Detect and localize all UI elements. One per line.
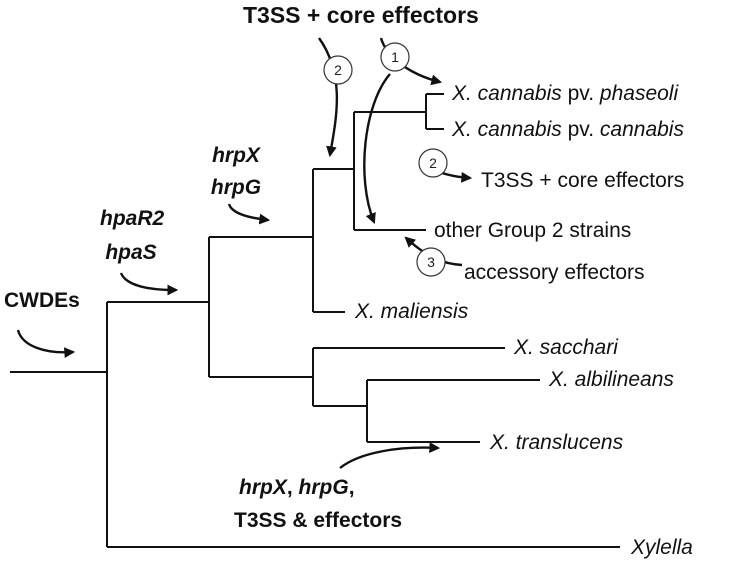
- taxon-xylella: Xylella: [631, 536, 693, 559]
- marker-2-top-number: 2: [334, 62, 342, 78]
- arrow-hrp: [227, 203, 271, 225]
- event-t3ss-core: T3SS + core effectors: [481, 169, 685, 192]
- taxon-group2-strains: other Group 2 strains: [434, 219, 632, 242]
- marker-3: 3: [416, 247, 446, 277]
- arrow-marker2-to-clade: [318, 37, 339, 158]
- event-hpa-line1: hpaR2: [100, 207, 165, 230]
- arrow-cwdes: [16, 329, 76, 358]
- arrow-loss-to-translucens: [339, 442, 441, 469]
- event-hrp-line2: hrpG: [210, 176, 262, 199]
- marker-3-number: 3: [427, 254, 435, 270]
- event-loss-hrpx: hrpX: [239, 476, 287, 499]
- taxon-cannabis: X. cannabis pv. cannabis: [452, 119, 684, 140]
- marker-2-top: 2: [323, 55, 353, 85]
- taxon-sacchari: X. sacchari: [514, 336, 618, 359]
- marker-2-mid: 2: [418, 148, 448, 178]
- top-title: T3SS + core effectors: [243, 2, 479, 28]
- taxon-phaseoli-epithet: phaseoli: [599, 82, 679, 105]
- event-accessory: accessory effectors: [464, 261, 645, 284]
- event-cwdes: CWDEs: [4, 289, 80, 312]
- event-loss-sep1: ,: [286, 476, 299, 499]
- event-loss-line2: T3SS & effectors: [234, 509, 403, 532]
- event-arrows: [16, 37, 473, 469]
- event-hrp-line1: hrpX: [212, 144, 260, 167]
- event-loss-hrpg: hrpG: [298, 476, 349, 499]
- tree-branches: [10, 93, 620, 548]
- taxon-translucens: X. translucens: [490, 431, 624, 454]
- taxon-phaseoli-genus: X. cannabis: [452, 82, 562, 105]
- taxon-maliensis: X. maliensis: [355, 300, 469, 323]
- taxon-phaseoli: X. cannabis pv. phaseoli: [452, 83, 678, 104]
- marker-1: 1: [380, 42, 410, 72]
- event-loss-sep2: ,: [348, 476, 355, 499]
- taxon-albilineans: X. albilineans: [549, 368, 674, 391]
- arrow-marker1-to-group2: [363, 73, 391, 224]
- taxon-cannabis-genus: X. cannabis: [452, 118, 562, 141]
- marker-2-mid-number: 2: [429, 155, 437, 171]
- taxon-cannabis-rank: pv.: [567, 118, 595, 141]
- event-hpa-line2: hpaS: [105, 241, 157, 264]
- arrow-hpa: [119, 272, 179, 296]
- taxon-cannabis-epithet: cannabis: [599, 118, 684, 141]
- event-loss-line1: hrpX, hrpG,: [239, 477, 355, 498]
- taxon-phaseoli-rank: pv.: [567, 82, 595, 105]
- marker-1-number: 1: [391, 49, 399, 65]
